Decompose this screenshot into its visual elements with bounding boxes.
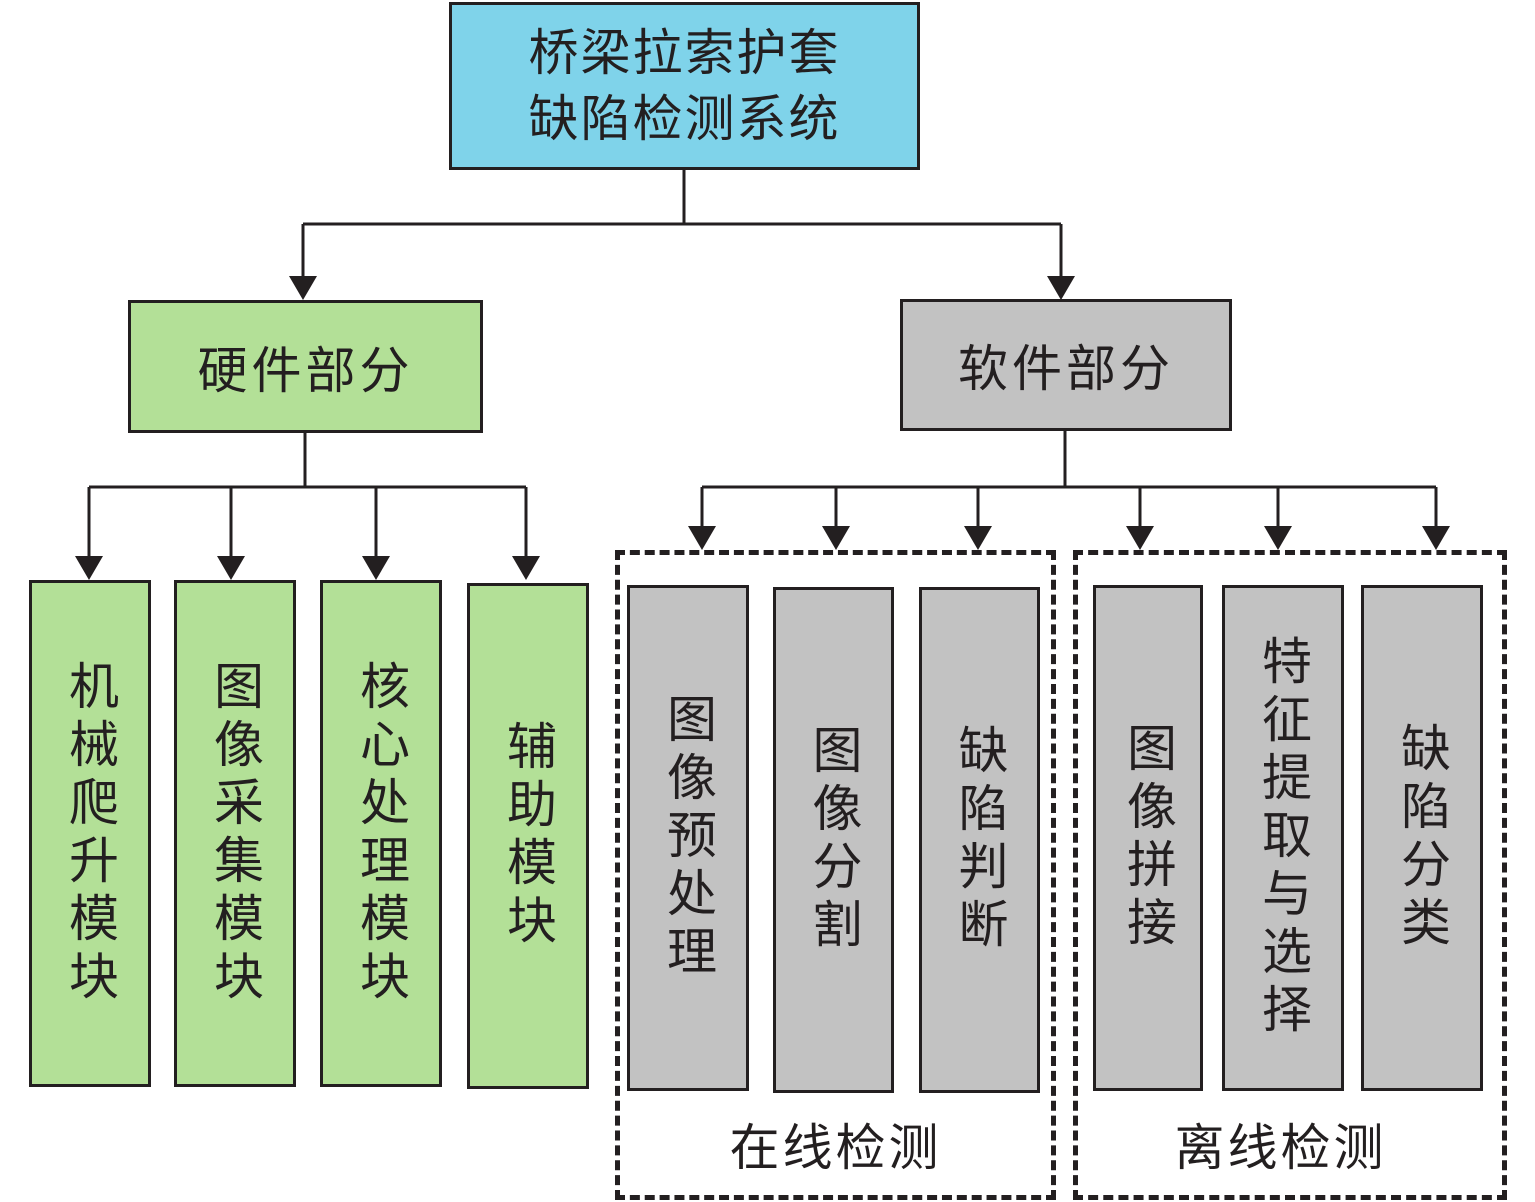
arrowheads	[75, 276, 1450, 580]
offline-detection-group	[1073, 550, 1507, 1200]
arrow-head	[512, 556, 540, 580]
arrow-head	[217, 556, 245, 580]
online-step: 图像分割	[773, 587, 894, 1093]
online-step: 图像预处理	[627, 585, 749, 1091]
arrow-head	[1047, 276, 1075, 300]
hardware-module: 辅助模块	[467, 583, 589, 1089]
root-node: 桥梁拉索护套 缺陷检测系统	[449, 2, 920, 170]
offline-step: 缺陷分类	[1361, 585, 1483, 1091]
hardware-module-label: 核心处理模块	[352, 659, 410, 1008]
arrow-head	[289, 276, 317, 300]
arrow-head	[688, 526, 716, 550]
online-step-label: 图像预处理	[659, 693, 717, 983]
arrow-head	[362, 556, 390, 580]
hardware-label: 硬件部分	[197, 341, 414, 400]
arrow-head	[822, 526, 850, 550]
hardware-module-label: 机械爬升模块	[61, 659, 119, 1008]
hardware-module: 核心处理模块	[320, 580, 442, 1087]
root-title-line2: 缺陷检测系统	[528, 90, 841, 148]
arrow-head	[1264, 526, 1292, 550]
hardware-module-label: 辅助模块	[499, 720, 557, 952]
arrow-head	[75, 556, 103, 580]
software-label: 软件部分	[958, 340, 1174, 398]
online-step: 缺陷判断	[919, 587, 1040, 1093]
offline-step: 图像拼接	[1093, 585, 1203, 1091]
online-step-label: 图像分割	[804, 724, 863, 956]
offline-detection-label: 离线检测	[1174, 1119, 1387, 1177]
hardware-module: 机械爬升模块	[29, 580, 151, 1087]
hardware-module-label: 图像采集模块	[206, 659, 264, 1008]
online-detection-group	[615, 550, 1056, 1200]
arrow-head	[1126, 526, 1154, 550]
arrow-head	[1422, 526, 1450, 550]
offline-step-label: 缺陷分类	[1393, 722, 1451, 954]
offline-step: 特征提取与选择	[1222, 585, 1344, 1091]
root-title-line1: 桥梁拉索护套	[528, 24, 841, 82]
offline-step-label: 特征提取与选择	[1254, 635, 1312, 1041]
software-node: 软件部分	[900, 299, 1232, 431]
online-step-label: 缺陷判断	[950, 724, 1009, 956]
online-detection-label: 在线检测	[729, 1119, 942, 1177]
offline-step-label: 图像拼接	[1119, 722, 1177, 954]
hardware-module: 图像采集模块	[174, 580, 296, 1087]
hardware-node: 硬件部分	[128, 300, 483, 433]
arrow-head	[964, 526, 992, 550]
